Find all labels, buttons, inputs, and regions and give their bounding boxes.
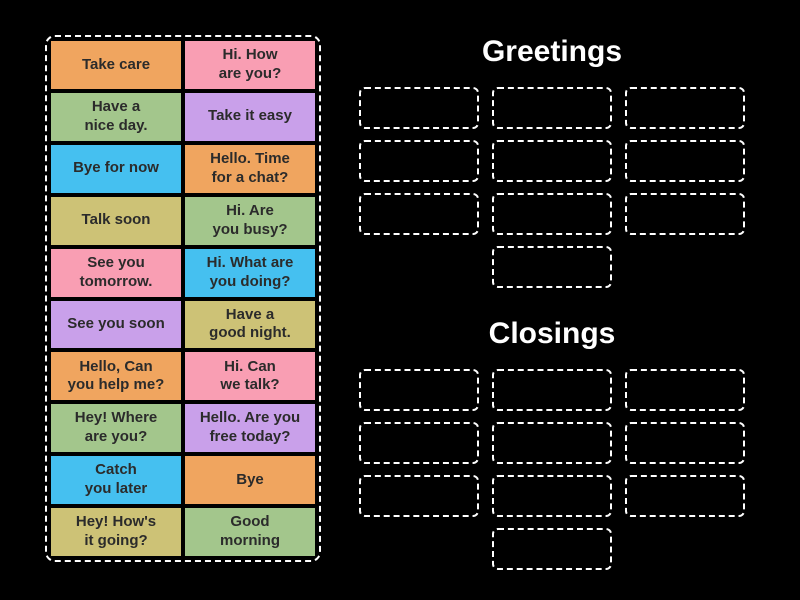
draggable-tile[interactable]: Hi. What are you doing? [185,248,315,297]
tile-source-panel: Take care Hi. How are you? Have a nice d… [45,35,321,562]
draggable-tile[interactable]: Have a good night. [185,300,315,349]
group-title-closings: Closings [488,317,616,350]
drop-slot[interactable] [492,528,612,570]
draggable-tile[interactable]: See you soon [51,300,181,349]
draggable-tile[interactable]: Take it easy [185,92,315,141]
group-closings: Closings [352,316,752,570]
draggable-tile[interactable]: See you tomorrow. [51,248,181,297]
draggable-tile[interactable]: Good morning [185,508,315,556]
drop-slot[interactable] [492,369,612,411]
greetings-slot-grid [352,87,752,288]
drop-slot[interactable] [625,422,745,464]
drop-slot[interactable] [492,140,612,182]
draggable-tile[interactable]: Talk soon [51,196,181,245]
drop-slot[interactable] [359,475,479,517]
draggable-tile[interactable]: Hi. How are you? [185,41,315,89]
draggable-tile[interactable]: Hey! How's it going? [51,508,181,556]
drop-slot[interactable] [359,87,479,129]
group-greetings: Greetings [352,34,752,288]
drop-slot[interactable] [625,87,745,129]
draggable-tile[interactable]: Bye [185,456,315,505]
tile-grid: Take care Hi. How are you? Have a nice d… [51,41,315,556]
drop-slot[interactable] [492,193,612,235]
drop-slot[interactable] [492,246,612,288]
drop-slot[interactable] [625,193,745,235]
drop-slot[interactable] [359,369,479,411]
drop-slot[interactable] [359,422,479,464]
draggable-tile[interactable]: Hi. Are you busy? [185,196,315,245]
draggable-tile[interactable]: Catch you later [51,456,181,505]
drop-slot[interactable] [359,193,479,235]
drop-slot[interactable] [492,87,612,129]
draggable-tile[interactable]: Hello. Are you free today? [185,404,315,453]
draggable-tile[interactable]: Hi. Can we talk? [185,352,315,401]
drop-slot[interactable] [359,140,479,182]
draggable-tile[interactable]: Bye for now [51,144,181,193]
closings-slot-grid [352,369,752,570]
drop-slot[interactable] [625,475,745,517]
drop-slot[interactable] [492,422,612,464]
draggable-tile[interactable]: Have a nice day. [51,92,181,141]
draggable-tile[interactable]: Take care [51,41,181,89]
draggable-tile[interactable]: Hello, Can you help me? [51,352,181,401]
group-title-greetings: Greetings [481,35,623,68]
drop-slot[interactable] [625,369,745,411]
drop-slot[interactable] [625,140,745,182]
draggable-tile[interactable]: Hey! Where are you? [51,404,181,453]
draggable-tile[interactable]: Hello. Time for a chat? [185,144,315,193]
drop-slot[interactable] [492,475,612,517]
